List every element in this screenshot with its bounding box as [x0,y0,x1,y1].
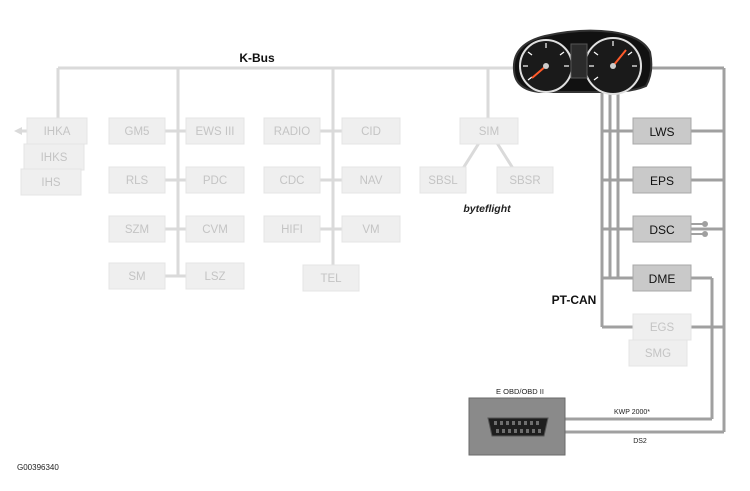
obd-connector-icon [487,417,549,437]
module-dsc-box [632,215,692,243]
module-sbsr-box [496,166,554,194]
module-ihs-box [20,168,82,196]
module-vm-label: VM [362,224,379,236]
module-cvm-label: CVM [202,224,228,236]
module-ews-box [185,117,245,145]
module-nav-box [341,166,401,194]
module-cid-box [341,117,401,145]
instrument-cluster-icon [512,29,653,95]
module-eps-label: EPS [650,174,674,188]
ptcan-label: PT-CAN [552,293,597,307]
module-szm-label: SZM [125,224,149,236]
module-rls-box [108,166,166,194]
module-lsz-label: LSZ [204,271,225,283]
module-hifi-label: HIFI [281,224,303,236]
module-vm-box [341,215,401,243]
module-sm-label: SM [128,271,145,283]
module-sbsl-label: SBSL [428,175,458,187]
module-dme-box [632,264,692,292]
module-pdc-label: PDC [203,175,227,187]
module-sbsl-box [419,166,467,194]
module-ihka-box [26,117,88,145]
module-cdc-box [263,166,321,194]
kbus-wiring [22,66,517,278]
module-tel-label: TEL [320,273,342,285]
module-sm-box [108,262,166,290]
module-radio-label: RADIO [274,126,310,138]
module-tel-box [302,264,360,292]
module-lws-label: LWS [649,125,674,139]
module-cdc-label: CDC [280,175,305,187]
module-egs-label: EGS [650,322,675,334]
module-ihks-label: IHKS [41,152,68,164]
module-cvm-box [185,215,245,243]
module-sim-box [459,117,519,145]
module-ews-label: EWS III [196,126,235,138]
module-smg-label: SMG [645,348,671,360]
module-cid-label: CID [361,126,381,138]
obd-line1-label: KWP 2000* [614,409,650,416]
module-gm5-label: GM5 [125,126,150,138]
module-ihka-label: IHKA [44,126,71,138]
module-smg-box [628,339,688,367]
obd-title: E OBD/OBD II [496,387,544,396]
module-eps-box [632,166,692,194]
kbus-label: K-Bus [239,51,275,65]
byteflight-label: byteflight [463,203,511,215]
module-nav-label: NAV [360,175,383,187]
figure-id: G00396340 [17,463,59,472]
module-dme-label: DME [649,272,676,286]
module-pdc-box [185,166,245,194]
ptcan-wiring [565,66,726,434]
module-ihs-label: IHS [41,177,61,189]
module-lws-box [632,117,692,145]
module-lsz-box [185,262,245,290]
module-hifi-box [263,215,321,243]
module-szm-box [108,215,166,243]
obd-line2-label: DS2 [633,438,647,445]
module-ihks-box [23,143,85,171]
module-sim-label: SIM [479,126,499,138]
module-rls-label: RLS [126,175,149,187]
module-gm5-box [108,117,166,145]
kbus-arrow-icon [14,127,22,135]
module-radio-box [263,117,321,145]
module-dsc-label: DSC [649,223,675,237]
module-sbsr-label: SBSR [509,175,540,187]
